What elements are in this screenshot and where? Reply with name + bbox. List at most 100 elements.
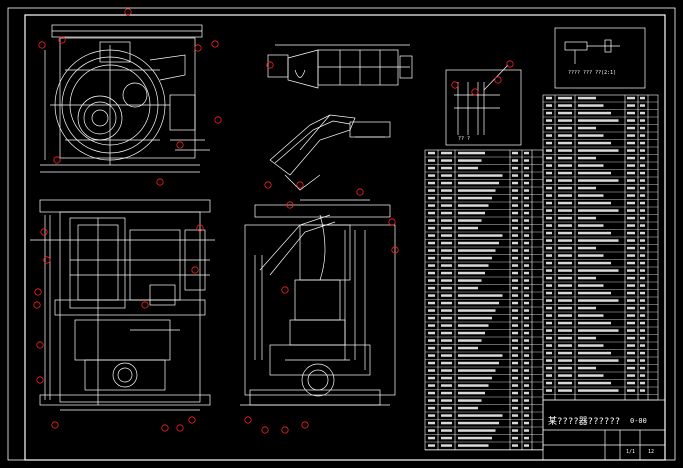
table-cell-text bbox=[512, 399, 518, 402]
part-balloon bbox=[211, 40, 219, 48]
table-cell-text bbox=[428, 369, 435, 372]
table-cell-text bbox=[578, 156, 596, 160]
table-cell-text bbox=[558, 111, 572, 115]
table-cell-text bbox=[558, 149, 572, 152]
table-cell-text bbox=[512, 301, 518, 305]
table-cell-text bbox=[512, 294, 518, 297]
table-cell-text bbox=[627, 149, 635, 152]
part-balloon bbox=[244, 416, 252, 424]
table-cell-text bbox=[512, 286, 518, 290]
parts-list-cell-text bbox=[428, 96, 645, 447]
table-cell-text bbox=[512, 429, 518, 432]
table-cell-text bbox=[428, 309, 435, 312]
table-cell-text bbox=[578, 254, 604, 257]
table-cell-text bbox=[578, 276, 596, 280]
table-cell-text bbox=[578, 201, 611, 205]
table-cell-text bbox=[524, 151, 529, 155]
table-cell-text bbox=[428, 391, 435, 395]
table-cell-text bbox=[428, 189, 435, 192]
table-cell-text bbox=[512, 181, 518, 185]
table-cell-text bbox=[512, 384, 518, 387]
table-cell-text bbox=[458, 159, 482, 162]
table-cell-text bbox=[428, 346, 435, 350]
table-cell-text bbox=[546, 179, 552, 182]
table-cell-text bbox=[441, 226, 452, 230]
table-cell-text bbox=[640, 194, 645, 197]
table-cell-text bbox=[640, 186, 645, 190]
part-balloon bbox=[191, 266, 199, 274]
table-cell-text bbox=[640, 366, 645, 370]
part-balloon bbox=[301, 421, 309, 429]
table-cell-text bbox=[558, 119, 572, 122]
title-block-drawing-no: 0-00 bbox=[630, 417, 647, 425]
table-cell-text bbox=[627, 224, 635, 227]
table-cell-text bbox=[458, 204, 489, 207]
table-cell-text bbox=[458, 226, 478, 230]
table-cell-text bbox=[578, 261, 611, 265]
table-cell-text bbox=[640, 134, 645, 137]
title-block-title: 某????器?????? bbox=[548, 416, 620, 427]
table-cell-text bbox=[441, 331, 452, 335]
table-cell-text bbox=[524, 369, 529, 372]
table-cell-text bbox=[441, 166, 452, 170]
table-cell-text bbox=[524, 286, 529, 290]
table-cell-text bbox=[512, 376, 518, 380]
table-cell-text bbox=[640, 209, 645, 212]
table-cell-text bbox=[441, 316, 452, 320]
table-cell-text bbox=[428, 234, 435, 237]
table-cell-text bbox=[558, 321, 572, 325]
table-cell-text bbox=[558, 306, 572, 310]
table-cell-text bbox=[441, 211, 452, 215]
table-cell-text bbox=[428, 324, 435, 327]
table-cell-text bbox=[640, 156, 645, 160]
table-cell-text bbox=[458, 271, 485, 275]
table-cell-text bbox=[441, 159, 452, 162]
table-cell-text bbox=[558, 351, 572, 355]
table-cell-text bbox=[546, 261, 552, 265]
table-cell-text bbox=[578, 314, 604, 317]
detail-top-right-label: ???? ??? ??(2:1) bbox=[568, 70, 616, 76]
table-cell-text bbox=[428, 249, 435, 252]
table-cell-text bbox=[546, 149, 552, 152]
table-cell-text bbox=[640, 321, 645, 325]
table-cell-text bbox=[546, 284, 552, 287]
table-cell-text bbox=[546, 291, 552, 295]
table-cell-text bbox=[578, 246, 596, 250]
part-balloon bbox=[356, 188, 364, 196]
table-cell-text bbox=[441, 271, 452, 275]
part-balloon bbox=[214, 116, 222, 124]
table-cell-text bbox=[546, 336, 552, 340]
table-cell-text bbox=[428, 174, 435, 177]
table-cell-text bbox=[627, 156, 635, 160]
table-cell-text bbox=[524, 331, 529, 335]
part-balloon bbox=[194, 44, 202, 52]
table-cell-text bbox=[524, 421, 529, 425]
table-cell-text bbox=[524, 406, 529, 410]
table-cell-text bbox=[441, 346, 452, 350]
table-cell-text bbox=[524, 316, 529, 320]
table-cell-text bbox=[558, 299, 572, 302]
table-cell-text bbox=[441, 354, 452, 357]
table-cell-text bbox=[458, 294, 503, 297]
table-cell-text bbox=[578, 389, 619, 392]
table-cell-text bbox=[627, 336, 635, 340]
table-cell-text bbox=[458, 166, 478, 170]
table-cell-text bbox=[627, 366, 635, 370]
table-cell-text bbox=[428, 264, 435, 267]
table-cell-text bbox=[428, 204, 435, 207]
table-cell-text bbox=[546, 329, 552, 332]
table-cell-text bbox=[524, 309, 529, 312]
table-cell-text bbox=[512, 346, 518, 350]
table-cell-text bbox=[578, 171, 611, 175]
table-cell-text bbox=[428, 279, 435, 282]
table-cell-text bbox=[512, 414, 518, 417]
table-cell-text bbox=[640, 149, 645, 152]
table-cell-text bbox=[640, 261, 645, 265]
detail-box-top-right bbox=[554, 27, 646, 89]
table-cell-text bbox=[640, 351, 645, 355]
table-cell-text bbox=[428, 219, 435, 222]
table-cell-text bbox=[524, 226, 529, 230]
table-cell-text bbox=[640, 344, 645, 347]
